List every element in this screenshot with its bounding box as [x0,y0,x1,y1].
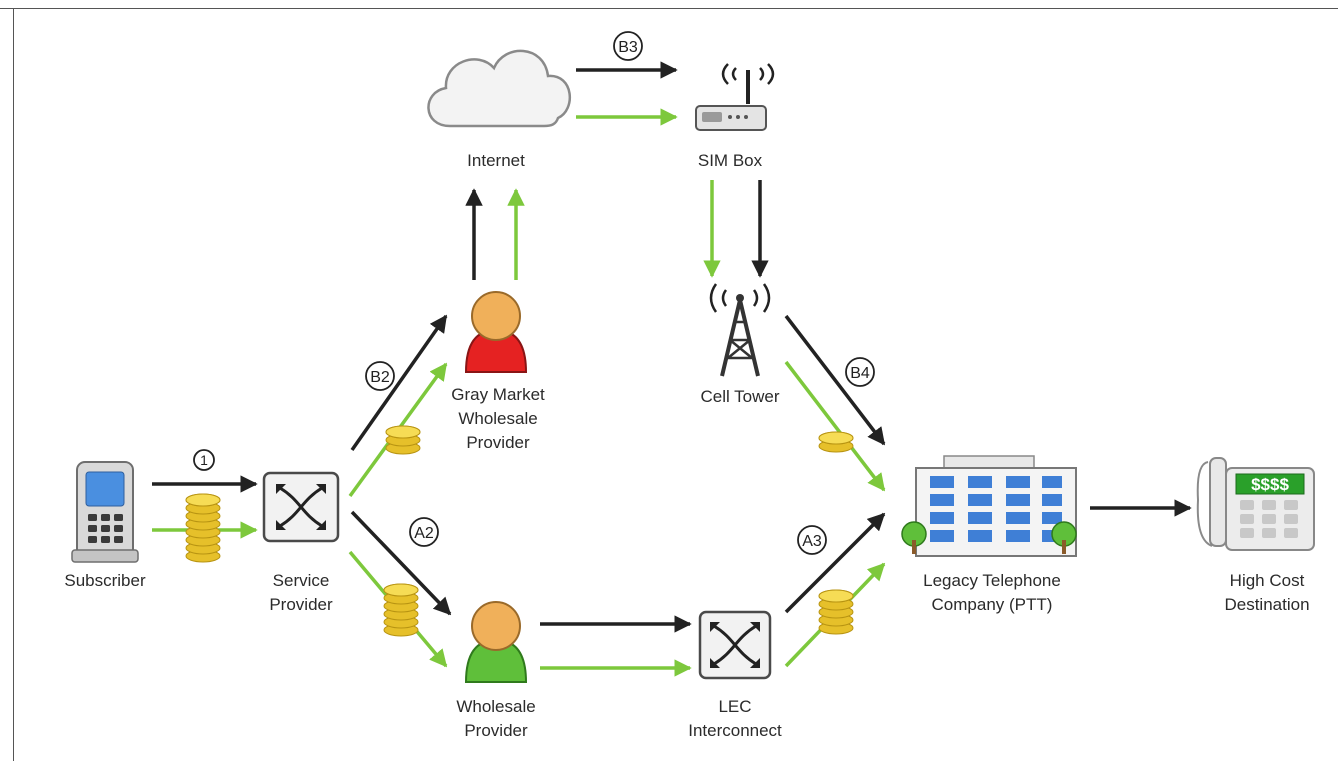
gray-market-label-line3: Provider [466,433,530,452]
step-marker-a2: A2 [409,517,439,547]
sim-box-router-icon [695,63,775,131]
step-marker-a3-text: A3 [802,533,822,550]
legacy-telephone-building-icon [901,455,1077,557]
wholesale-person-icon [464,601,528,683]
internet-label: Internet [467,151,525,170]
arrow-service-to-wholesale-call [350,510,452,616]
arrow-tower-to-legacy-money [784,360,886,492]
desk-phone-icon: $$$$ [1196,457,1315,551]
lec-label-line2: Interconnect [688,721,782,740]
call-path-arrows [152,61,1192,633]
step-marker-a3: A3 [797,525,827,555]
frame-left-border [13,8,14,761]
arrow-service-to-gray-call [350,314,448,452]
wholesale-label-line1: Wholesale [456,697,535,716]
dollar-display-text: $$$$ [1251,475,1289,494]
wholesale-label-line2: Provider [464,721,528,740]
coin-stack-gray-market [385,425,421,455]
service-provider-switch-icon [262,471,340,543]
coin-stack-tower [818,431,854,453]
subscriber-phone-icon [71,461,139,563]
frame-top-border [0,8,1338,9]
sim-box-label: SIM Box [698,151,763,170]
gray-market-label-line2: Wholesale [458,409,537,428]
cell-tower-icon [709,283,771,377]
service-provider-label-line1: Service [273,571,330,590]
coin-stack-subscriber [185,493,221,563]
arrow-lec-to-legacy-call [784,512,886,614]
step-marker-b2-text: B2 [370,369,390,386]
step-marker-b4-text: B4 [850,365,870,382]
high-cost-label-line1: High Cost [1230,571,1305,590]
step-marker-1-text: 1 [200,452,208,468]
cell-tower-label: Cell Tower [700,387,779,406]
subscriber-label: Subscriber [64,571,146,590]
step-marker-b3: B3 [613,31,643,61]
arrow-tower-to-legacy-call [784,314,886,446]
gray-market-person-icon [464,291,528,373]
gray-market-label-line1: Gray Market [451,385,545,404]
step-marker-b3-text: B3 [618,39,638,56]
step-marker-1: 1 [193,449,215,471]
step-marker-a2-text: A2 [414,525,434,542]
step-marker-b2: B2 [365,361,395,391]
legacy-telephone-label-line1: Legacy Telephone [923,571,1061,590]
coin-stack-lec [818,589,854,635]
internet-cloud-icon [427,49,571,128]
high-cost-label-line2: Destination [1224,595,1309,614]
step-marker-b4: B4 [845,357,875,387]
legacy-telephone-label-line2: Company (PTT) [932,595,1053,614]
coin-stack-wholesale [383,583,419,637]
lec-switch-icon [698,610,772,680]
lec-label-line1: LEC [718,697,751,716]
service-provider-label-line2: Provider [269,595,333,614]
